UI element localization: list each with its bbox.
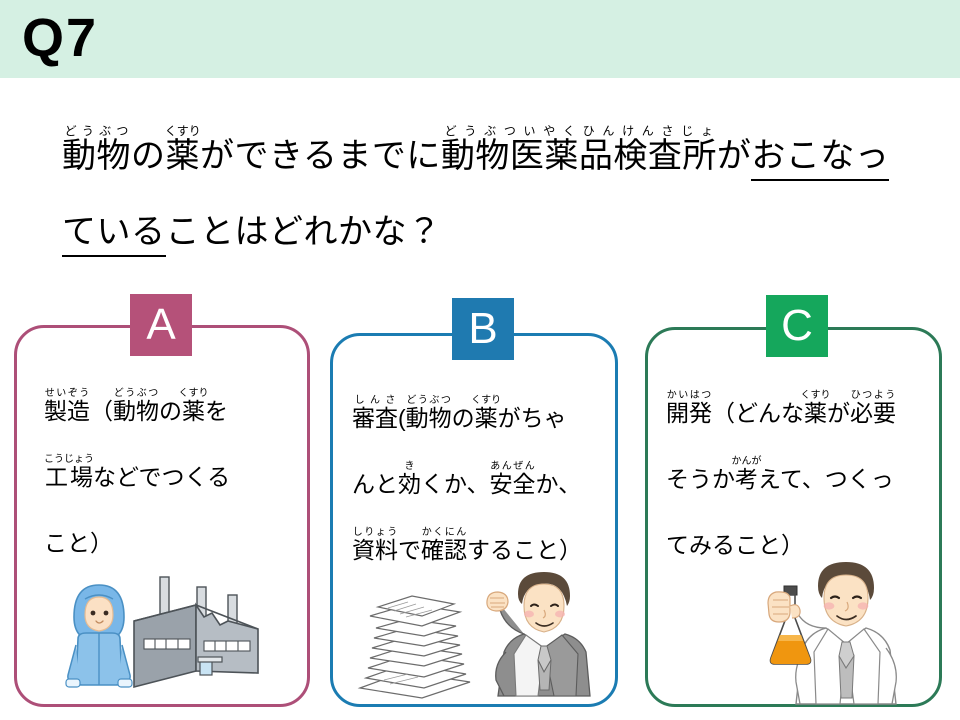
- text-segment: んと: [352, 471, 398, 497]
- ruby-segment: 審査しんさ: [352, 395, 398, 431]
- ruby-segment: 薬くすり: [178, 388, 209, 424]
- text-segment: くか、: [421, 471, 490, 497]
- text-segment: （: [90, 398, 113, 424]
- text-segment: すること）: [467, 537, 582, 563]
- worker-figure: [65, 584, 133, 688]
- furigana: せいぞう: [44, 388, 90, 399]
- furigana: くすり: [471, 395, 502, 406]
- question-block: 動物どうぶつの薬くすりができるまでに動物医薬品検査所どうぶついやくひんけんさじょ…: [62, 118, 942, 270]
- furigana: かんが: [731, 456, 762, 467]
- answer-text-line: 資料しりょうで確認かくにんすること）: [352, 517, 582, 583]
- furigana: どうぶついやくひんけんさじょ: [440, 124, 717, 138]
- page-title: Q7: [22, 8, 99, 68]
- illustration-scientist-with-flask: [742, 556, 922, 706]
- text-segment: えて、つくっ: [758, 466, 894, 492]
- scientist-figure: [793, 562, 897, 705]
- text-segment: が: [716, 137, 752, 175]
- answer-text-a: 製造せいぞう（動物どうぶつの薬くすりを工場こうじょうなどでつくること）: [44, 378, 230, 576]
- text-segment: の: [131, 137, 166, 175]
- text-segment: がちゃ: [497, 405, 567, 431]
- answer-text-line: こと）: [44, 510, 230, 576]
- text-segment: の: [159, 398, 182, 424]
- ruby-segment: 薬くすり: [164, 124, 201, 176]
- answer-text-line: 工場こうじょうなどでつくる: [44, 444, 230, 510]
- illustration-document-stack-and-cheering-man: [348, 568, 610, 704]
- furigana: どうぶつ: [62, 124, 131, 138]
- furigana: どうぶつ: [113, 388, 159, 399]
- ruby-segment: 動物医薬品検査所どうぶついやくひんけんさじょ: [440, 124, 717, 176]
- erlenmeyer-flask: [769, 585, 812, 665]
- text-segment: ている: [62, 213, 166, 257]
- furigana: こうじょう: [44, 454, 94, 465]
- furigana: しりょう: [352, 527, 398, 538]
- ruby-segment: 資料しりょう: [352, 527, 398, 563]
- ruby-segment: 安全あんぜん: [489, 461, 536, 497]
- cheering-man-figure: [486, 572, 591, 697]
- holding-hand: [767, 591, 801, 623]
- answer-text-c: 開発かいはつ（どんな薬くすりが必要ひつようそうか考かんがえて、つくってみること）: [666, 380, 896, 578]
- text-segment: こと）: [44, 530, 113, 556]
- answer-badge-c[interactable]: C: [766, 295, 828, 357]
- ruby-segment: 考かんが: [731, 456, 762, 492]
- furigana: あんぜん: [489, 461, 536, 472]
- answer-text-line: んと効きくか、安全あんぜんか、: [352, 451, 582, 517]
- text-segment: おこなっ: [751, 137, 890, 181]
- text-segment: ができるまでに: [200, 137, 441, 175]
- ruby-segment: 必要ひつよう: [850, 390, 896, 426]
- text-segment: が: [827, 400, 850, 426]
- answer-text-line: 開発かいはつ（どんな薬くすりが必要ひつよう: [666, 380, 896, 446]
- question-line-2: ていることはどれかな？: [62, 194, 942, 270]
- text-segment: そうか: [666, 466, 735, 492]
- answer-text-b: 審査しんさ(動物どうぶつの薬くすりがちゃんと効きくか、安全あんぜんか、資料しりょ…: [352, 385, 582, 583]
- text-segment: ことはどれかな？: [165, 213, 442, 251]
- furigana: かくにん: [421, 527, 467, 538]
- document-stack: [357, 595, 471, 699]
- furigana: どうぶつ: [405, 395, 452, 406]
- answer-text-line: 審査しんさ(動物どうぶつの薬くすりがちゃ: [352, 385, 582, 451]
- answer-badge-b[interactable]: B: [452, 298, 514, 360]
- text-segment: てみること）: [666, 532, 804, 558]
- factory-building: [133, 576, 259, 689]
- ruby-segment: 効き: [398, 461, 421, 497]
- ruby-segment: 薬くすり: [471, 395, 502, 431]
- text-segment: を: [205, 398, 228, 424]
- text-segment: で: [398, 537, 421, 563]
- illustration-factory-worker-and-factory: [52, 575, 282, 700]
- answer-text-line: 製造せいぞう（動物どうぶつの薬くすりを: [44, 378, 230, 444]
- furigana: しんさ: [352, 395, 398, 406]
- furigana: ひつよう: [850, 390, 896, 401]
- answer-text-line: そうか考かんがえて、つくっ: [666, 446, 896, 512]
- text-segment: (: [398, 405, 406, 431]
- text-segment: などでつくる: [93, 464, 231, 490]
- header-band: [0, 0, 960, 78]
- answer-badge-a[interactable]: A: [130, 294, 192, 356]
- text-segment: か、: [535, 471, 582, 497]
- document-lines: [383, 601, 433, 685]
- furigana: くすり: [164, 124, 201, 138]
- furigana: くすり: [800, 390, 831, 401]
- ruby-segment: 工場こうじょう: [44, 454, 94, 490]
- furigana: かいはつ: [666, 390, 712, 401]
- ruby-segment: 動物どうぶつ: [113, 388, 159, 424]
- ruby-segment: 開発かいはつ: [666, 390, 712, 426]
- text-segment: の: [451, 405, 475, 431]
- ruby-segment: 薬くすり: [800, 390, 831, 426]
- furigana: くすり: [178, 388, 209, 399]
- text-segment: （どんな: [712, 400, 804, 426]
- furigana: き: [398, 461, 421, 472]
- ruby-segment: 製造せいぞう: [44, 388, 90, 424]
- question-line-1: 動物どうぶつの薬くすりができるまでに動物医薬品検査所どうぶついやくひんけんさじょ…: [62, 118, 942, 194]
- ruby-segment: 確認かくにん: [421, 527, 467, 563]
- ruby-segment: 動物どうぶつ: [405, 395, 452, 431]
- ruby-segment: 動物どうぶつ: [62, 124, 131, 176]
- answer-text-line: てみること）: [666, 512, 896, 578]
